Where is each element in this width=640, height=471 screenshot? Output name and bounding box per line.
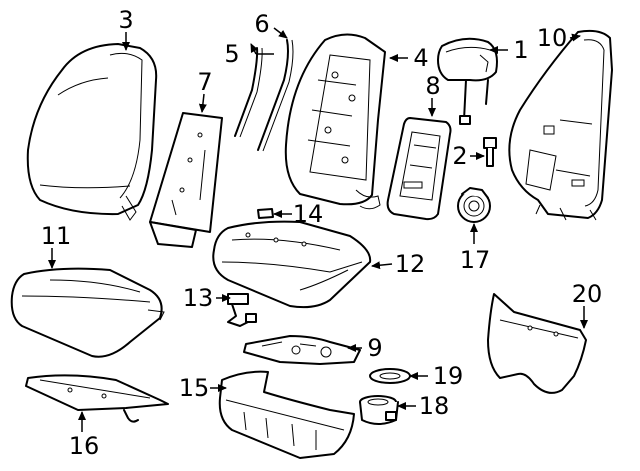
harness-switch-part (227, 293, 257, 327)
callout-6: 6 (254, 10, 269, 38)
callout-17: 17 (460, 246, 491, 274)
side-shield-part (487, 293, 587, 394)
callout-1: 1 (513, 36, 528, 64)
seat-back-frame-part (284, 33, 386, 210)
leader-lines (48, 27, 588, 432)
callout-4: 4 (413, 44, 428, 72)
bottom-tray-part (25, 374, 169, 423)
actuator-part (359, 395, 399, 425)
callout-9: 9 (367, 334, 382, 362)
trim-rod-part (257, 39, 294, 152)
callout-10: 10 (537, 24, 568, 52)
callout-18: 18 (419, 392, 450, 420)
callout-12: 12 (395, 250, 426, 278)
ring-gasket-part (369, 368, 411, 384)
callout-19: 19 (433, 362, 464, 390)
lumbar-support-part (386, 117, 452, 221)
callout-3: 3 (118, 6, 133, 34)
callout-2: 2 (452, 142, 467, 170)
small-clip-part (257, 208, 274, 219)
seat-cushion-pad-part (212, 220, 372, 309)
callout-15: 15 (179, 374, 210, 402)
callout-20: 20 (572, 280, 603, 308)
callout-7: 7 (197, 68, 212, 96)
callout-8: 8 (425, 72, 440, 100)
callout-labels: 3 5 6 7 4 1 8 10 2 14 17 11 12 13 20 9 1… (41, 6, 603, 460)
back-panel-part (149, 112, 223, 248)
headrest-part (437, 37, 498, 125)
callout-13: 13 (183, 284, 214, 312)
callout-11: 11 (41, 222, 72, 250)
speaker-part (457, 187, 491, 223)
callout-5: 5 (224, 40, 239, 68)
occupant-sensor-mat-part (243, 335, 361, 365)
seat-pan-frame-part (218, 370, 355, 459)
callout-14: 14 (293, 200, 324, 228)
seat-cushion-cover-part (10, 267, 165, 358)
callout-16: 16 (69, 432, 100, 460)
seat-back-cover-part (26, 43, 158, 221)
seat-back-shell-part (508, 29, 613, 221)
headrest-guide-part (483, 137, 497, 167)
